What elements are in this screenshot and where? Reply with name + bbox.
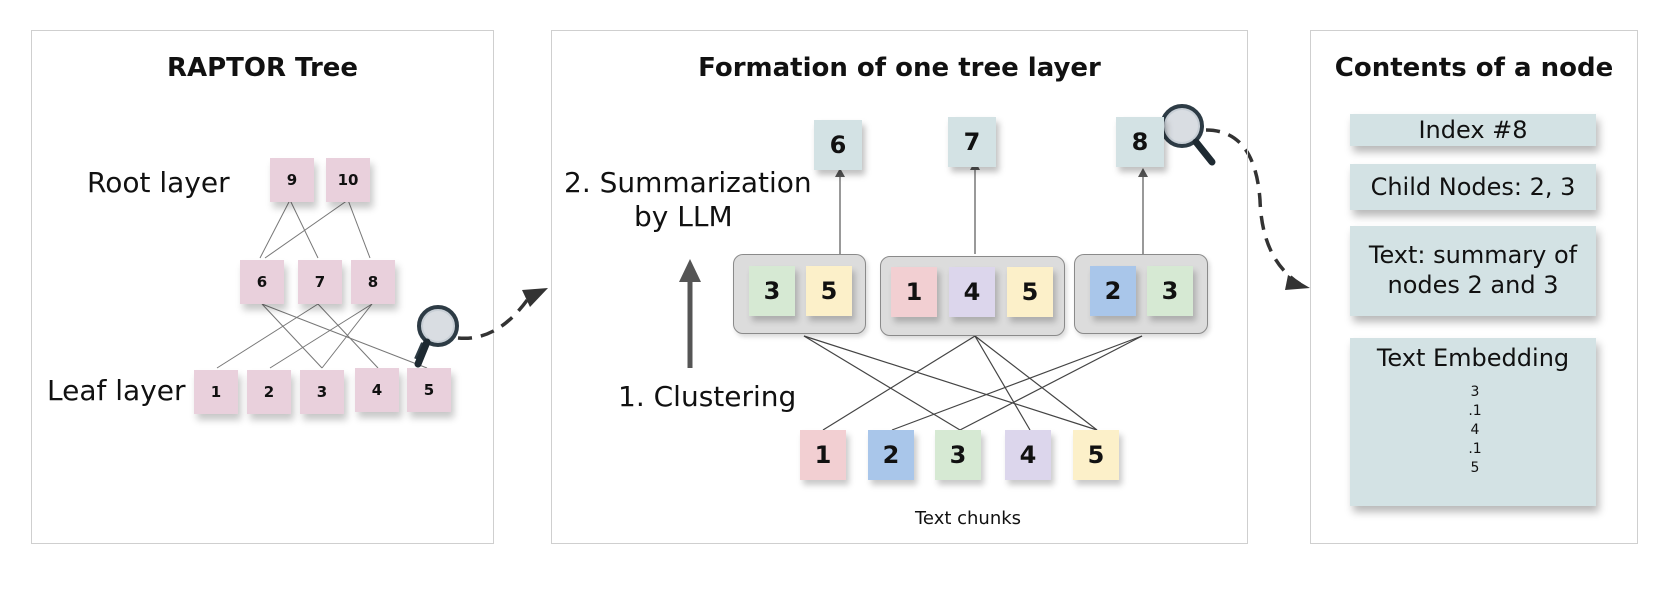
tree-node-9: 9	[270, 158, 314, 202]
cluster-2-chunk-5: 5	[1007, 267, 1053, 317]
text-summary-card: Text: summary of nodes 2 and 3	[1350, 226, 1596, 316]
embedding-value-4: .1	[1468, 441, 1482, 457]
cluster-2-chunk-1: 1	[891, 267, 937, 317]
raptor-tree-title: RAPTOR Tree	[166, 53, 359, 83]
summarization-label-line2: by LLM	[634, 200, 733, 233]
leaf-node-4: 4	[355, 368, 399, 412]
summarization-label-line1: 2. Summarization	[564, 166, 812, 199]
tree-node-7: 7	[298, 260, 342, 304]
leaf-node-3: 3	[300, 370, 344, 414]
text-chunk-4: 4	[1005, 430, 1051, 480]
formation-title: Formation of one tree layer	[698, 53, 1101, 83]
text-chunks-caption: Text chunks	[915, 508, 1022, 529]
node-contents-panel: Contents of a node	[1310, 30, 1638, 544]
root-layer-label: Root layer	[87, 166, 230, 199]
tree-edges-root	[259, 199, 371, 259]
leaf-layer-label: Leaf layer	[47, 374, 186, 407]
magnifier-icon-left	[414, 305, 459, 368]
dashed-arrow-to-contents	[1205, 128, 1301, 286]
cluster-edges	[803, 335, 1143, 431]
magnifier-icon-right	[1160, 104, 1216, 166]
child-nodes-card: Child Nodes: 2, 3	[1350, 164, 1596, 210]
text-chunk-3: 3	[935, 430, 981, 480]
cluster-1-chunk-5: 5	[806, 266, 852, 316]
summary-edges	[839, 168, 1144, 254]
summary-node-6: 6	[814, 120, 862, 170]
summary-node-8: 8	[1116, 117, 1164, 167]
embedding-value-2: .1	[1468, 403, 1482, 419]
text-chunk-2: 2	[868, 430, 914, 480]
cluster-1-chunk-3: 3	[749, 266, 795, 316]
dashed-arrow-to-formation	[457, 292, 534, 341]
text-summary-line1: Text: summary of	[1368, 241, 1578, 269]
embedding-value-3: 4	[1470, 422, 1480, 438]
embedding-label: Text Embedding	[1376, 344, 1570, 372]
clustering-label: 1. Clustering	[618, 380, 797, 413]
embedding-card: Text Embedding	[1350, 338, 1596, 506]
index-card: Index #8	[1350, 114, 1596, 146]
embedding-vector: 3 .1 4 .1 5	[1462, 383, 1488, 478]
node-contents-title: Contents of a node	[1334, 53, 1614, 83]
text-summary-line2: nodes 2 and 3	[1387, 271, 1559, 299]
tree-node-10: 10	[326, 158, 370, 202]
leaf-node-2: 2	[247, 370, 291, 414]
leaf-node-5: 5	[407, 368, 451, 412]
summary-node-7: 7	[948, 117, 996, 167]
leaf-node-1: 1	[194, 370, 238, 414]
tree-edges-leaf	[216, 303, 428, 369]
text-chunk-5: 5	[1073, 430, 1119, 480]
embedding-value-1: 3	[1470, 384, 1480, 400]
embedding-value-5: 5	[1470, 460, 1480, 476]
cluster-2-chunk-4: 4	[949, 267, 995, 317]
formation-panel: Formation of one tree layer	[551, 30, 1248, 544]
cluster-3-chunk-3: 3	[1147, 266, 1193, 316]
cluster-3-chunk-2: 2	[1090, 266, 1136, 316]
text-chunk-1: 1	[800, 430, 846, 480]
tree-node-6: 6	[240, 260, 284, 304]
tree-node-8: 8	[351, 260, 395, 304]
